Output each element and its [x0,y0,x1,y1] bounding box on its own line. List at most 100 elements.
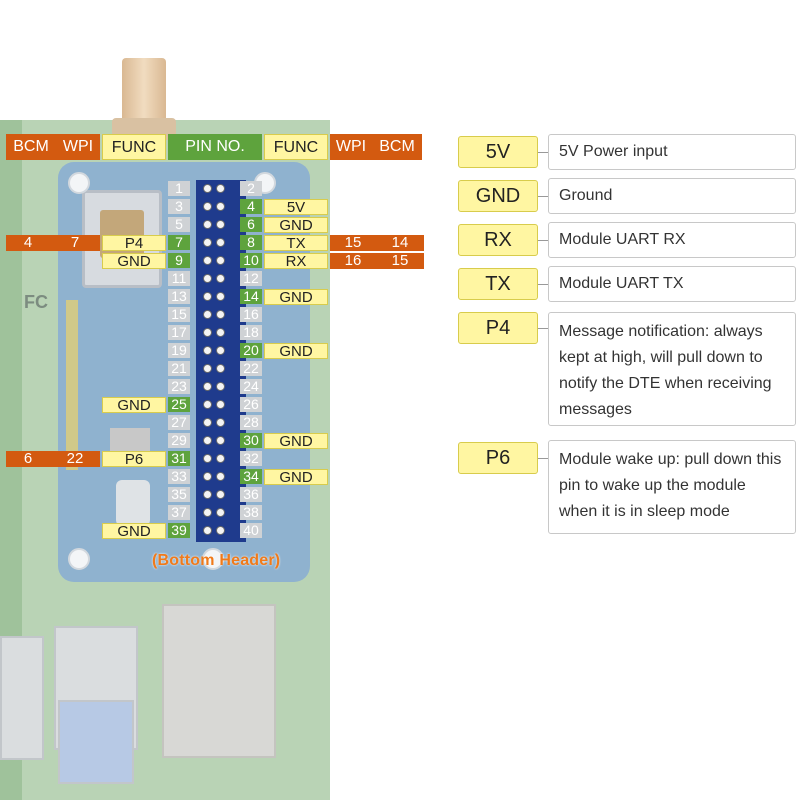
func-label-gnd: GND [264,217,328,233]
pin-11: 11 [168,271,190,286]
header-stripe [66,300,78,470]
pin-12: 12 [240,271,262,286]
header-pin-dot [203,400,212,409]
func-label-gnd: GND [264,433,328,449]
usb-c-port [116,480,150,526]
pin-25: 25 [168,397,190,412]
pin-23: 23 [168,379,190,394]
header-pin-dot [203,220,212,229]
mounting-hole [202,548,224,570]
func-label-tx: TX [264,235,328,251]
pin-6: 6 [240,217,262,232]
header-pin-dot [203,418,212,427]
pin-31: 31 [168,451,190,466]
bcm-label: 4 [6,235,50,251]
pin-27: 27 [168,415,190,430]
header-pin-dot [216,256,225,265]
func-label-gnd: GND [264,469,328,485]
bcm-label: 15 [376,253,424,269]
pin-37: 37 [168,505,190,520]
pin-39: 39 [168,523,190,538]
pin-34: 34 [240,469,262,484]
header-pin-dot [216,364,225,373]
pin-30: 30 [240,433,262,448]
pin-24: 24 [240,379,262,394]
usb-a-port-left [0,636,44,760]
header-pin-dot [216,436,225,445]
func-label-gnd: GND [264,289,328,305]
header-pin-dot [203,382,212,391]
legend-desc-p4: Message notification: always kept at hig… [548,312,796,426]
bcm-right-header: BCM [372,134,422,160]
header-pin-dot [203,490,212,499]
pin-17: 17 [168,325,190,340]
legend-key-gnd: GND [458,180,538,212]
pin-1: 1 [168,181,190,196]
pin-28: 28 [240,415,262,430]
header-pin-dot [203,472,212,481]
pin-16: 16 [240,307,262,322]
pin-40: 40 [240,523,262,538]
legend-desc-5v: 5V Power input [548,134,796,170]
pin-19: 19 [168,343,190,358]
func-label-gnd: GND [102,253,166,269]
header-pin-dot [216,184,225,193]
pin-26: 26 [240,397,262,412]
header-pin-dot [216,310,225,319]
header-pin-dot [203,274,212,283]
pin-33: 33 [168,469,190,484]
pin-18: 18 [240,325,262,340]
header-pin-dot [203,328,212,337]
header-pin-dot [203,508,212,517]
header-pin-dot [216,220,225,229]
header-pin-dot [216,418,225,427]
header-pin-dot [203,256,212,265]
func-label-p4: P4 [102,235,166,251]
wpi-left-header: WPI [56,134,100,160]
pin-9: 9 [168,253,190,268]
header-pin-dot [203,238,212,247]
bottom-header-caption: (Bottom Header) [152,552,281,569]
mounting-hole [68,172,90,194]
pin-15: 15 [168,307,190,322]
func-label-p6: P6 [102,451,166,467]
header-pin-dot [203,364,212,373]
func-label-5v: 5V [264,199,328,215]
header-pin-dot [216,454,225,463]
pin-38: 38 [240,505,262,520]
pin-10: 10 [240,253,262,268]
header-pin-dot [203,346,212,355]
header-pin-dot [216,202,225,211]
func-label-rx: RX [264,253,328,269]
wpi-label: 22 [50,451,100,467]
pin-32: 32 [240,451,262,466]
gpio-header [196,180,246,542]
pin-7: 7 [168,235,190,250]
header-pin-dot [203,292,212,301]
legend-desc-gnd: Ground [548,178,796,214]
pin-36: 36 [240,487,262,502]
wpi-label: 15 [330,235,376,251]
header-pin-dot [216,490,225,499]
pin-21: 21 [168,361,190,376]
header-pin-dot [216,292,225,301]
pin-20: 20 [240,343,262,358]
pin-5: 5 [168,217,190,232]
header-pin-dot [216,346,225,355]
ethernet-port [162,604,276,758]
legend-key-p6: P6 [458,442,538,474]
pin-no-header: PIN NO. [168,134,262,160]
pin-22: 22 [240,361,262,376]
pin-2: 2 [240,181,262,196]
header-pin-dot [203,436,212,445]
header-pin-dot [216,526,225,535]
func-label-gnd: GND [102,523,166,539]
pin-14: 14 [240,289,262,304]
wpi-label: 7 [50,235,100,251]
legend-desc-tx: Module UART TX [548,266,796,302]
pin-3: 3 [168,199,190,214]
fc-mark: FC [24,292,48,312]
legend-key-5v: 5V [458,136,538,168]
header-pin-dot [216,274,225,283]
